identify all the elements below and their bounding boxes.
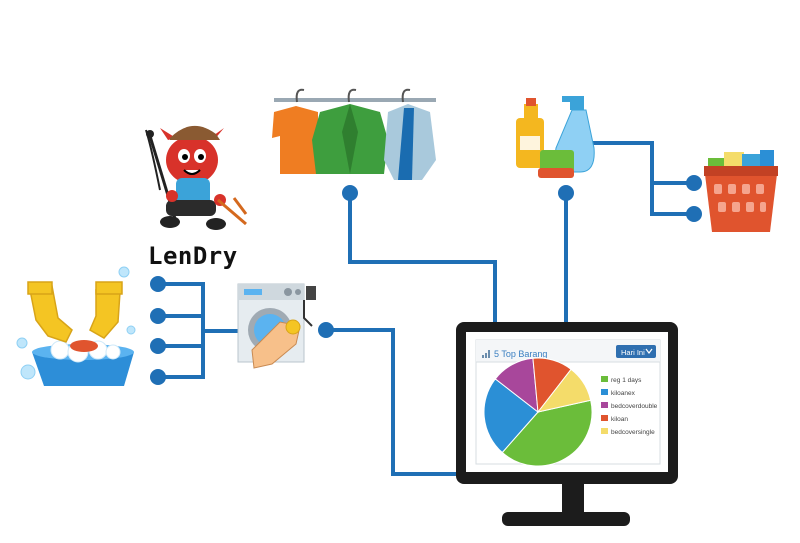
mascot-icon [145,125,248,230]
connector-clothes-rack [348,193,497,325]
pie-chart [483,357,593,467]
connector-basket [578,141,694,216]
chevron-down-icon [645,348,653,354]
widget-header [476,340,660,362]
period-dropdown-label: Hari Ini [621,348,645,357]
legend-swatch [601,376,608,382]
node-dot [342,185,358,201]
node-dot [686,206,702,222]
cleaning-supplies-icon [516,96,595,178]
washing-machine-icon [237,283,316,369]
node-dot [318,322,334,338]
legend-swatch [601,402,608,408]
connector-lines [158,141,694,476]
pie-slice-kiloanex [483,378,539,454]
legend-label: bedcoversingle [611,429,655,436]
pie-slice-reg-1-days [501,399,593,467]
legend-swatch [601,428,608,434]
legend-label: bedcoverdouble [611,403,658,410]
monitor-stand [502,512,630,526]
widget-title: 5 Top Barang [494,349,547,359]
connector-nodes [150,175,702,385]
hand-washing-gloves-icon [16,266,136,386]
legend-label: kiloanex [611,390,636,397]
clothes-rack-icon [272,88,436,180]
node-dot [150,338,166,354]
laundry-basket-icon [704,150,778,232]
dashboard-widget: 5 Top Barang Hari Ini reg 1 days kiloanex… [475,339,661,467]
monitor-neck [562,484,584,514]
node-dot [150,369,166,385]
node-dot [558,185,574,201]
period-dropdown[interactable]: Hari Ini [616,345,656,358]
legend-label: kiloan [611,416,628,423]
bar-chart-icon [482,350,490,358]
legend-swatch [601,415,608,421]
connector-washing-machine [326,328,456,476]
brand-name: LenDry [148,242,238,270]
connector-hand-washing [158,282,238,379]
node-dot [150,308,166,324]
pie-slice-bedcoversingle [536,368,592,413]
pie-legend: reg 1 days kiloanex bedcoverdouble kiloan be… [601,376,658,436]
node-dot [686,175,702,191]
legend-swatch [601,389,608,395]
legend-label: reg 1 days [611,377,642,384]
node-dot [150,276,166,292]
